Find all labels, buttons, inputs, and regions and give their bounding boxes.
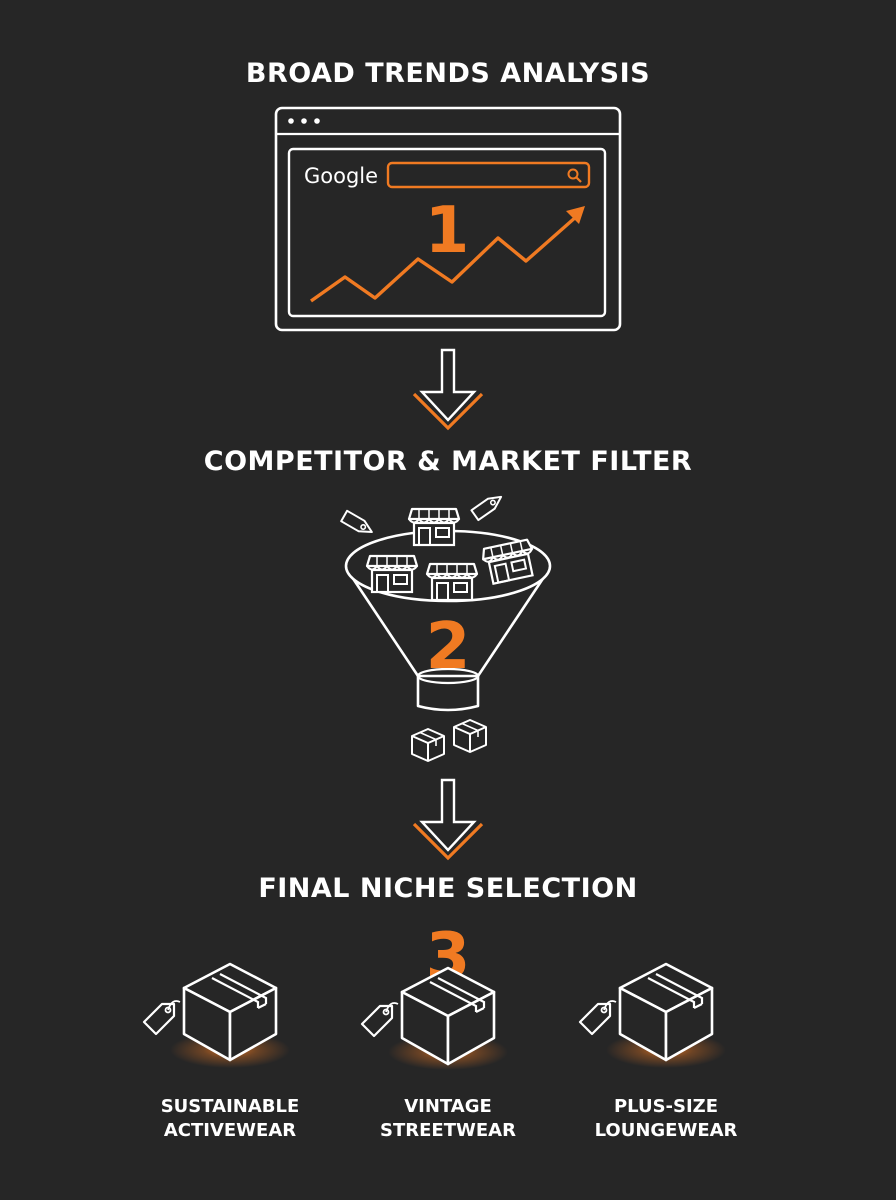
stage-3-title: FINAL NICHE SELECTION [258,873,638,904]
niche-label-2: VINTAGE STREETWEAR [348,1095,548,1143]
stage-2-title: COMPETITOR & MARKET FILTER [203,446,693,477]
niche-label-1: SUSTAINABLE ACTIVEWEAR [130,1095,330,1143]
niche-1-line-2: ACTIVEWEAR [163,1120,297,1141]
down-arrow-icon [412,778,484,860]
step-number-2: 2 [426,610,471,684]
niche-3-tag-icon [578,999,618,1036]
trend-arrow-icon [310,206,585,303]
niche-3-line-2: LOUNGEWEAR [594,1120,738,1141]
niche-1-line-1: SUSTAINABLE [160,1096,300,1117]
niche-label-3: PLUS-SIZE LOUNGEWEAR [566,1095,766,1143]
box-icon [411,719,487,762]
niche-2-tag-icon [360,1001,400,1038]
search-icon [567,168,582,183]
search-brand-label: Google [304,164,378,188]
step-number-1: 1 [425,194,470,268]
niche-3-line-1: PLUS-SIZE [613,1096,719,1117]
stage-1-title: BROAD TRENDS ANALYSIS [245,58,651,89]
down-arrow-icon [412,348,484,430]
niche-1-tag-icon [142,999,182,1036]
browser-window-icon [274,106,622,332]
niche-2-line-1: VINTAGE [404,1096,492,1117]
niche-2-line-2: STREETWEAR [380,1120,516,1141]
search-bar [386,161,591,189]
